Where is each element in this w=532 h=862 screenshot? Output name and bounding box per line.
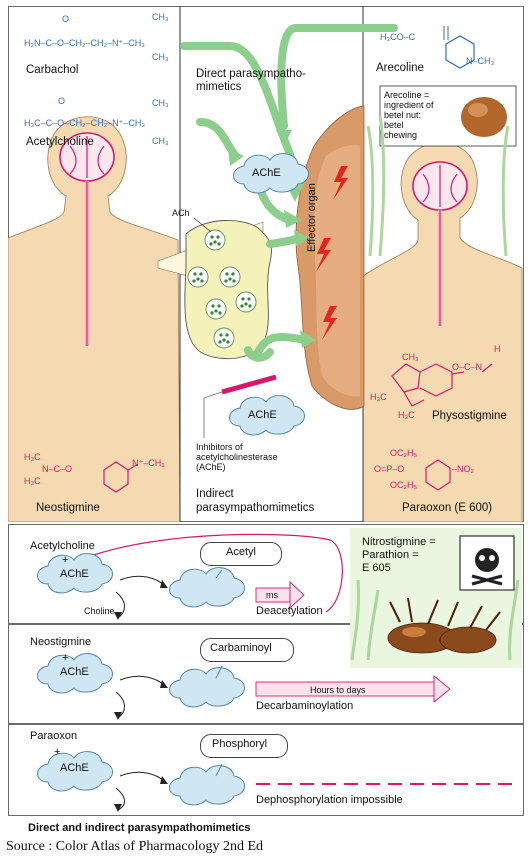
- carbachol-o: O: [62, 14, 70, 24]
- ache-bottom-label: AChE: [248, 409, 277, 421]
- source-line: Source : Color Atlas of Pharmacology 2nd…: [6, 839, 264, 854]
- ache-cloud-top: [233, 153, 309, 194]
- row3-ache-cloud: [37, 751, 113, 792]
- row3-plus: +: [54, 746, 61, 758]
- para-bot: OC₂H₅: [390, 480, 418, 490]
- carbachol-ch3-top: CH₃: [152, 12, 169, 22]
- neo-right: N⁺–CH₃: [132, 458, 165, 468]
- indirect-1: Indirect: [196, 488, 234, 500]
- row1-substrate: Acetylcholine: [30, 540, 95, 552]
- row1-enzyme: AChE: [60, 568, 89, 580]
- phys-top: CH₃: [402, 352, 419, 362]
- row1-plus: +: [62, 554, 69, 566]
- row2-process: Decarbaminoylation: [256, 700, 354, 712]
- arecoline-note-3: betel nut:: [384, 110, 422, 120]
- arecoline-note-1: Arecoline =: [384, 90, 430, 100]
- row1-leaving: Choline: [84, 606, 115, 616]
- phys-h3c: H₃C: [370, 392, 387, 402]
- inhibitors-3: (AChE): [196, 462, 226, 472]
- physostigmine-structure: [391, 363, 493, 407]
- neo-n: N–C–O: [42, 464, 73, 474]
- lightning-icon-2: [316, 238, 331, 272]
- ache-cloud-bottom: [229, 395, 305, 436]
- physostigmine-label: Physostigmine: [432, 410, 507, 422]
- vesicles: [187, 229, 257, 349]
- nitro-1: Nitrostigmine =: [362, 536, 436, 548]
- arecoline-formula-right: N–CH₃: [466, 56, 495, 66]
- top-illustration: [8, 6, 523, 522]
- indirect-2: parasympathomimetics: [196, 502, 315, 514]
- row2-substrate: Neostigmine: [30, 636, 92, 648]
- para-no2: –NO₂: [452, 464, 474, 474]
- row2-plus: +: [62, 652, 69, 664]
- row2-arrow-label: Hours to days: [310, 685, 366, 695]
- phys-h3c2: H₃C: [398, 410, 415, 420]
- arecoline-note-2: ingredient of: [384, 100, 434, 110]
- row2-enzyme-cloud: [169, 667, 245, 708]
- neostigmine-structure: [103, 461, 139, 493]
- row3-group: Phosphoryl: [212, 738, 268, 750]
- row2-enzyme: AChE: [60, 666, 89, 678]
- row2-ache-cloud: [37, 653, 113, 694]
- row2-group: Carbaminoyl: [210, 642, 272, 654]
- neostigmine-label: Neostigmine: [36, 502, 100, 514]
- carbachol-label: Carbachol: [26, 64, 79, 76]
- row2-group-box: [200, 638, 294, 662]
- left-body: [8, 116, 181, 522]
- row1-enzyme-cloud: [169, 567, 245, 608]
- figure-caption: Direct and indirect parasympathomimetics: [28, 822, 251, 834]
- ach-ch3-top: CH₃: [152, 98, 169, 108]
- skull-icon: [475, 548, 499, 572]
- arecoline-note-4: betel: [384, 120, 404, 130]
- arecoline-label: Arecoline: [376, 62, 424, 74]
- ache-top-label: AChE: [252, 167, 281, 179]
- acetylcholine-formula: H₃C–C–O–CH₂–CH₂–N⁺–CH₃: [24, 118, 146, 128]
- neo-h3c-a: H₃C: [24, 452, 41, 462]
- row1-ache-cloud: [37, 553, 113, 594]
- carbachol-ch3-bot: CH₃: [152, 52, 169, 62]
- arecoline-formula-left: H₃CO–C: [380, 32, 416, 42]
- phys-right: O–C–N: [452, 362, 483, 372]
- bottom-illustration: [37, 528, 522, 812]
- lightning-icon-3: [322, 306, 337, 340]
- phys-h: H: [494, 344, 501, 354]
- row3-enzyme-cloud: [169, 765, 245, 806]
- inhibitors-1: Inhibitors of: [196, 442, 243, 452]
- effector-label: Effector organ: [306, 183, 318, 252]
- row3-substrate: Paraoxon: [30, 730, 78, 742]
- ach-label: ACh: [172, 208, 190, 218]
- row1-group-box: [200, 542, 282, 566]
- direct-label-2: mimetics: [196, 81, 242, 93]
- nerve-terminal: [184, 220, 272, 360]
- ach-ch3-bot: CH₃: [152, 136, 169, 146]
- nitro-3: E 605: [362, 562, 391, 574]
- arecoline-note-5: chewing: [384, 130, 418, 140]
- row1-process: Deacetylation: [256, 605, 323, 617]
- betel-nut-icon: [461, 97, 507, 137]
- carbachol-formula: H₂N–C–O–CH₂–CH₂–N⁺–CH₃: [24, 38, 145, 48]
- nitro-2: Parathion =: [362, 549, 419, 561]
- paraoxon-structure: [425, 459, 451, 491]
- inhibitors-2: acetylcholinesterase: [196, 452, 278, 462]
- neo-h3c-b: H₃C: [24, 476, 41, 486]
- acetylcholine-label: Acetylcholine: [26, 136, 94, 148]
- lightning-icon-1: [333, 166, 348, 200]
- paraoxon-label: Paraoxon (E 600): [402, 502, 493, 514]
- ach-o: O: [58, 96, 66, 106]
- inhibitor-bar: [221, 374, 277, 395]
- row3-process: Dephosphorylation impossible: [256, 794, 403, 806]
- para-top: OC₂H₅: [390, 448, 418, 458]
- row1-arrow-label: ms: [266, 590, 278, 600]
- row3-enzyme: AChE: [60, 762, 89, 774]
- direct-label-1: Direct parasympatho-: [196, 68, 306, 80]
- row3-group-box: [200, 734, 288, 758]
- para-mid: O=P–O: [374, 464, 405, 474]
- row1-group: Acetyl: [226, 546, 256, 558]
